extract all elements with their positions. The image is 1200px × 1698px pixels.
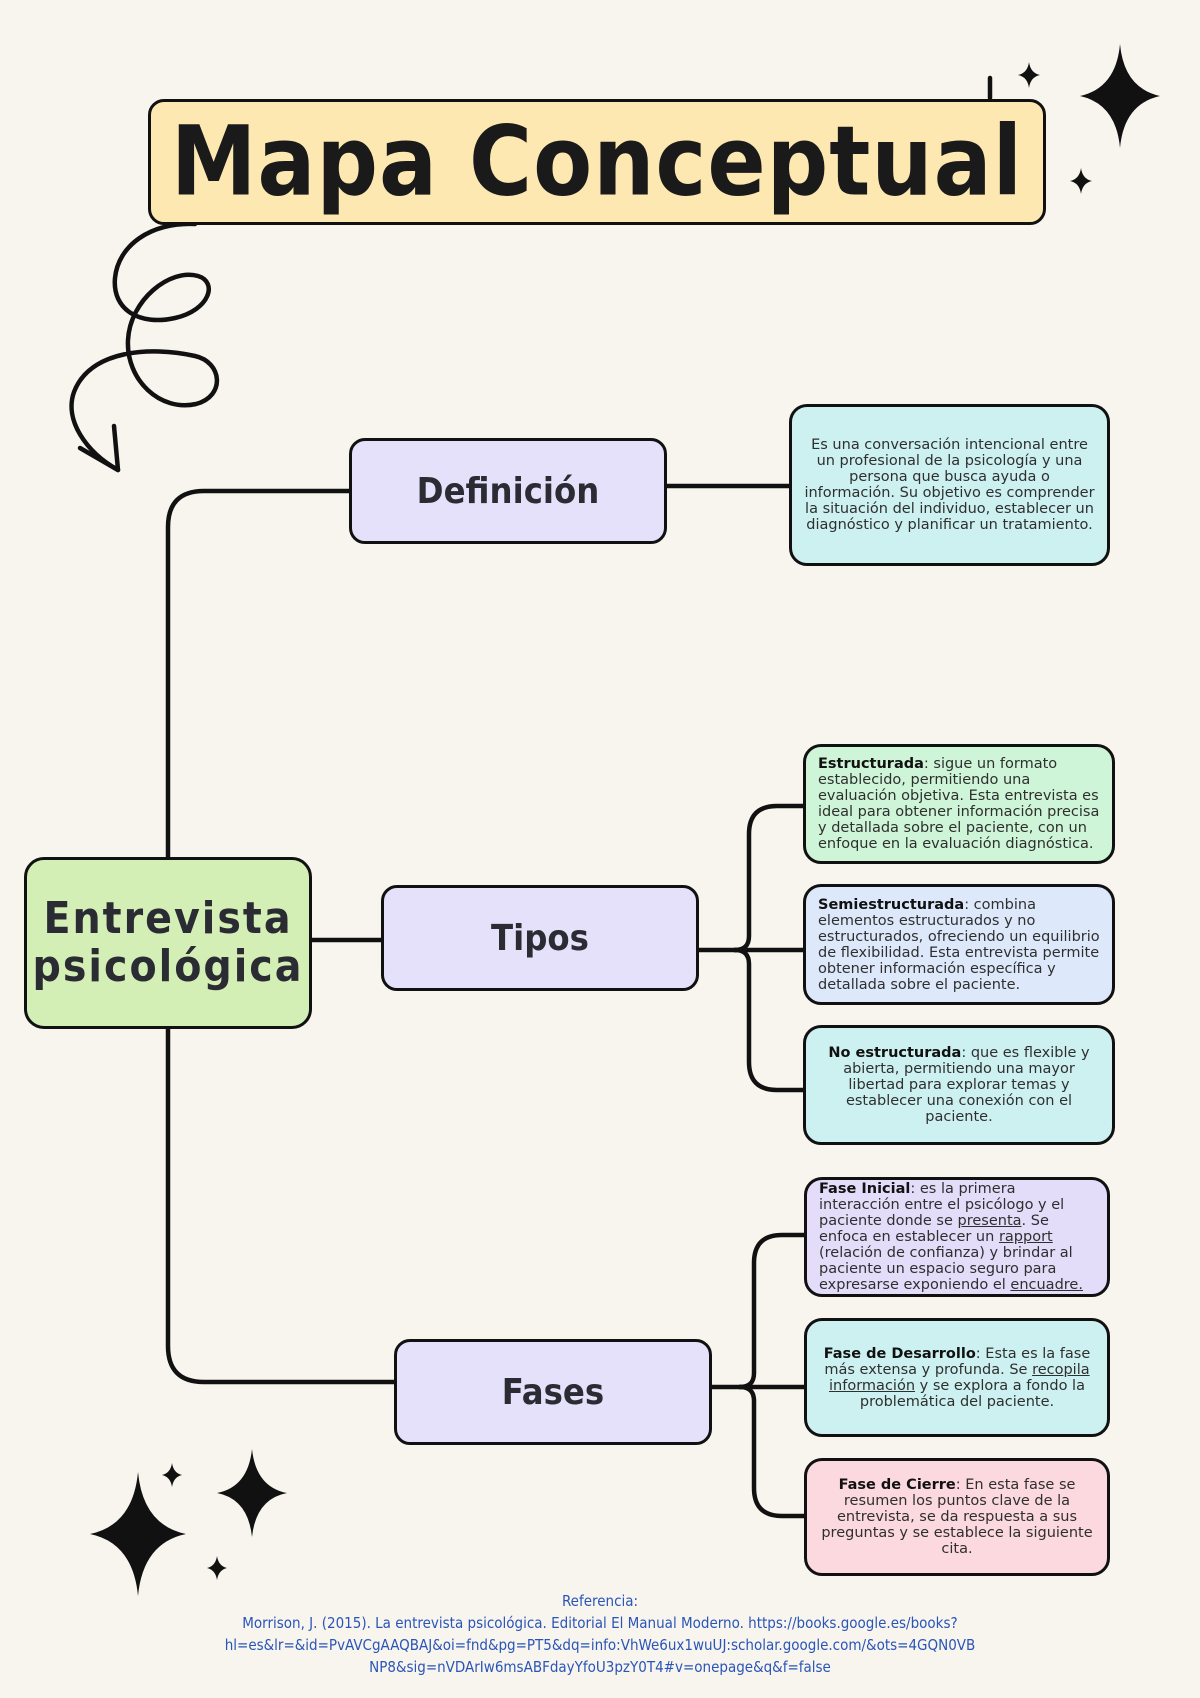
page-title: Mapa Conceptual [170,106,1024,218]
fase-term: Fase de Cierre [838,1477,956,1493]
fase-text: (relación de confianza) y brindar al pac… [819,1245,1073,1293]
branch-fases: Fases [394,1339,712,1445]
fase-term: Fase Inicial [819,1181,911,1197]
reference-line[interactable]: hl=es&lr=&id=PvAVCgAAQBAJ&oi=fnd&pg=PT5&… [224,1636,976,1654]
swirl-arrow-icon [69,221,220,473]
fase-underlined: rapport [998,1229,1053,1245]
definicion-text: Es una conversación intencional entre un… [804,437,1095,533]
fase-inicial-box: Fase Inicial: es la primera interacción … [804,1177,1110,1297]
connector-fase-3 [737,1384,807,1519]
sparkle-icon [90,1472,186,1596]
fase-text: : Esta es la fase más extensa y profunda… [824,1345,1091,1378]
fase-underlined: recopila información [829,1361,1090,1394]
fase-underlined: presenta [957,1213,1022,1229]
sparkle-small-icon [207,1556,227,1580]
fase-desarrollo-box: Fase de Desarrollo: Esta es la fase más … [804,1318,1110,1437]
sparkle-small-icon [162,1463,182,1487]
tipo-text: : que es flexible y abierta, permitiendo… [843,1045,1090,1125]
title-banner: Mapa Conceptual [148,99,1046,225]
fase-text: : es la primera interacción entre el psi… [819,1181,1065,1229]
connector-fases [165,1026,397,1385]
tipo-term: Semiestructurada [818,896,965,913]
fase-text: : En esta fase se resumen los puntos cla… [821,1477,1093,1557]
fase-cierre-box: Fase de Cierre: En esta fase se resumen … [804,1458,1110,1576]
fase-text: . Se enfoca en establecer un [819,1213,1049,1245]
connector-fase-1 [737,1232,807,1390]
sparkle-small-icon [1070,168,1092,194]
branch-label: Tipos [491,917,589,959]
reference-line[interactable]: NP8&sig=nVDArIw6msABFdayYfoU3pzY0T4#v=on… [369,1658,831,1676]
tipo-text: : sigue un formato establecido, permitie… [818,756,1100,852]
branch-definicion: Definición [349,438,667,544]
reference-line[interactable]: Morrison, J. (2015). La entrevista psico… [242,1614,958,1632]
tipo-no-estructurada-box: No estructurada: que es flexible y abier… [803,1025,1115,1145]
tipo-term: No estructurada [828,1045,962,1061]
fase-term: Fase de Desarrollo [823,1345,976,1362]
tipo-text: : combina elementos estructurados y no e… [818,896,1100,993]
branch-label: Definición [416,470,600,512]
reference-label: Referencia: [561,1592,639,1610]
fase-underlined: encuadre. [1010,1277,1083,1293]
sparkle-icon [1080,44,1160,148]
sparkle-icon [217,1449,287,1537]
central-node: Entrevista psicológica [24,857,312,1029]
central-line-2: psicológica [32,941,304,992]
branch-label: Fases [501,1371,605,1413]
branch-tipos: Tipos [381,885,699,991]
tipo-term: Estructurada [818,756,924,772]
tipo-semiestructurada-box: Semiestructurada: combina elementos estr… [803,884,1115,1005]
connector-definicion [165,488,352,860]
reference-block: Referencia: Morrison, J. (2015). La entr… [150,1590,1050,1678]
fase-text: y se explora a fondo la problemática del… [859,1377,1085,1410]
connector-tipo-3 [732,947,806,1093]
tipo-estructurada-box: Estructurada: sigue un formato estableci… [803,744,1115,864]
definicion-info-box: Es una conversación intencional entre un… [789,404,1110,566]
central-line-1: Entrevista [43,893,293,945]
connector-tipo-1 [732,803,806,953]
sparkle-small-icon [1018,62,1040,88]
